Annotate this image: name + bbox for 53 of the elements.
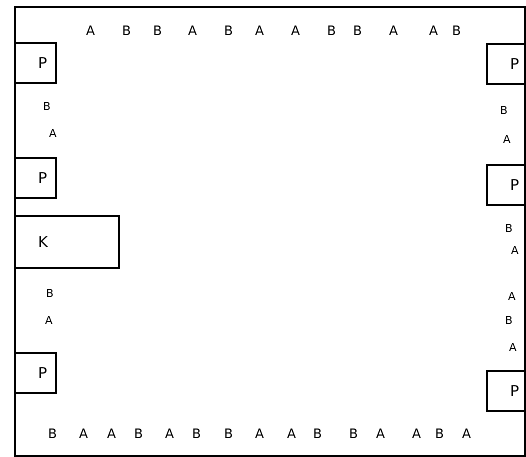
- labeled-box: [14, 215, 120, 269]
- letter-label: B: [505, 315, 513, 326]
- letter-label: A: [86, 25, 95, 38]
- box-label: K: [38, 234, 48, 250]
- letter-label: A: [508, 291, 516, 302]
- letter-label: B: [349, 428, 358, 441]
- box-label: P: [510, 178, 520, 192]
- letter-label: B: [353, 25, 362, 38]
- frame-outline: [14, 6, 526, 457]
- letter-label: B: [500, 105, 508, 116]
- letter-label: B: [134, 428, 143, 441]
- letter-label: B: [224, 25, 233, 38]
- letter-label: A: [511, 245, 519, 256]
- letter-label: B: [122, 25, 131, 38]
- box-label: P: [510, 56, 520, 72]
- letter-label: B: [452, 25, 461, 38]
- labeled-box: [486, 164, 526, 206]
- box-label: P: [38, 56, 48, 70]
- letter-label: B: [46, 288, 54, 299]
- letter-label: A: [509, 342, 517, 353]
- letter-label: A: [503, 134, 511, 145]
- letter-label: A: [255, 25, 264, 38]
- letter-label: A: [412, 428, 421, 441]
- letter-label: A: [287, 428, 296, 441]
- box-label: P: [38, 170, 48, 186]
- letter-label: A: [389, 25, 398, 38]
- letter-label: B: [43, 101, 51, 112]
- letter-label: B: [313, 428, 322, 441]
- box-label: P: [38, 366, 48, 380]
- letter-label: A: [49, 128, 57, 139]
- labeled-box: [14, 157, 57, 199]
- labeled-box: [486, 370, 526, 412]
- letter-label: A: [429, 25, 438, 38]
- letter-label: A: [165, 428, 174, 441]
- labeled-box: [14, 42, 57, 84]
- letter-label: B: [192, 428, 201, 441]
- letter-label: A: [79, 428, 88, 441]
- letter-label: B: [153, 25, 162, 38]
- letter-label: B: [224, 428, 233, 441]
- letter-label: A: [107, 428, 116, 441]
- box-label: P: [510, 384, 520, 398]
- letter-label: A: [45, 315, 53, 326]
- letter-label: A: [291, 25, 300, 38]
- letter-label: B: [435, 428, 444, 441]
- labeled-box: [14, 352, 57, 394]
- letter-label: A: [255, 428, 264, 441]
- letter-label: B: [505, 223, 513, 234]
- letter-label: A: [376, 428, 385, 441]
- letter-label: A: [462, 428, 471, 441]
- labeled-box: [486, 43, 526, 85]
- letter-label: A: [188, 25, 197, 38]
- letter-label: B: [48, 428, 57, 441]
- letter-label: B: [327, 25, 336, 38]
